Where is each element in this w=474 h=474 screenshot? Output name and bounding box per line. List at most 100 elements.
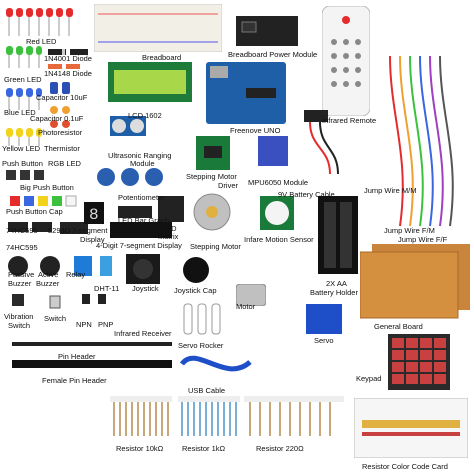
servo-icon bbox=[306, 304, 342, 334]
label-led-bar-graph: LED Bar Graph bbox=[118, 216, 170, 225]
battery-holder-icon bbox=[318, 196, 358, 274]
label-potentiometer: Potentiometer bbox=[118, 193, 165, 202]
breadboard-power-module bbox=[236, 16, 298, 46]
label-breadboard: Breadboard bbox=[142, 53, 182, 62]
label-74hc595-a: 74HC595 bbox=[6, 226, 38, 235]
label-relay: Relay bbox=[66, 270, 86, 279]
label-female-pin-header: Female Pin Header bbox=[42, 376, 107, 385]
transistor-icons bbox=[10, 290, 110, 318]
label-motor: Motor bbox=[236, 302, 256, 311]
label-servo: Servo bbox=[314, 336, 334, 345]
resistors-1k bbox=[178, 396, 240, 436]
stepping-motor-icon bbox=[192, 192, 232, 232]
svg-text:8: 8 bbox=[89, 206, 99, 224]
label-battery-holder-2: Battery Holder bbox=[310, 288, 358, 297]
red-led-group bbox=[4, 6, 78, 40]
label-stepper-driver-1: Stepping Motor bbox=[186, 172, 237, 181]
label-7-segment: 7-segment bbox=[72, 226, 108, 235]
joystick-cap-icon bbox=[182, 256, 210, 284]
label-joystick: Joystick bbox=[132, 284, 159, 293]
potentiometer-icons bbox=[96, 166, 166, 188]
keypad-icon bbox=[388, 334, 450, 390]
label-stepping-motor: Stepping Motor bbox=[190, 242, 241, 251]
label-blue-led: Blue LED bbox=[4, 108, 36, 117]
blue-led-group bbox=[4, 86, 44, 112]
servo-rocker-icon bbox=[182, 300, 232, 340]
joystick-icon bbox=[126, 254, 160, 284]
label-pnp: PNP bbox=[98, 320, 114, 329]
label-1n4001-diode: 1N4001 Diode bbox=[44, 54, 92, 63]
label-switch: Switch bbox=[44, 314, 67, 323]
mpu6050-icon bbox=[258, 136, 288, 166]
infrared-remote bbox=[322, 6, 370, 116]
label-resistor-220: Resistor 220Ω bbox=[256, 444, 304, 453]
label-rgb-led: RGB LED bbox=[48, 159, 81, 168]
seven-segment-display: 8 bbox=[84, 202, 104, 224]
label-red-led: Red LED bbox=[26, 37, 57, 46]
label-freenove-uno: Freenove UNO bbox=[230, 126, 281, 135]
pin-header-strip bbox=[12, 338, 176, 374]
label-pin-header: Pin Header bbox=[58, 352, 96, 361]
label-1n4148-diode: 1N4148 Diode bbox=[44, 69, 92, 78]
lcd-1602 bbox=[108, 62, 192, 102]
label-jump-wire-fm: Jump Wire F/M bbox=[384, 226, 435, 235]
buzzer-icons bbox=[6, 254, 116, 284]
label-active-2: Buzzer bbox=[36, 279, 60, 288]
label-servo-rocker: Servo Rocker bbox=[178, 341, 224, 350]
label-resistor-color-card: Resistor Color Code Card bbox=[362, 462, 448, 471]
label-infrared-motion-sensor: Infare Motion Sensor bbox=[244, 235, 314, 244]
label-passive-2: Buzzer bbox=[8, 279, 32, 288]
led-bar-graph-icon bbox=[118, 206, 152, 218]
label-yellow-led: Yellow LED bbox=[2, 144, 41, 153]
motion-sensor-icon bbox=[260, 196, 294, 230]
label-dht11: DHT-11 bbox=[94, 284, 120, 293]
label-9v-battery-cable: 9V Battery Cable bbox=[278, 190, 335, 199]
yellow-led-group bbox=[4, 126, 44, 148]
label-jump-wire-mm: Jump Wire M/M bbox=[364, 186, 417, 195]
label-push-button: Push Button bbox=[2, 159, 43, 168]
stepper-driver-icon bbox=[196, 136, 230, 170]
label-usb-cable: USB Cable bbox=[188, 386, 226, 395]
label-green-led: Green LED bbox=[4, 75, 42, 84]
label-breadboard-power-module: Breadboard Power Module bbox=[228, 50, 318, 59]
four-digit-display-icon bbox=[110, 222, 172, 238]
resistors-10k bbox=[110, 396, 172, 436]
label-active-1: Active bbox=[38, 270, 59, 279]
battery-cable-icon bbox=[300, 108, 344, 178]
motor-icon bbox=[236, 284, 266, 306]
usb-cable-icon bbox=[176, 344, 256, 384]
label-joystick-cap: Joystick Cap bbox=[174, 286, 217, 295]
label-npn: NPN bbox=[76, 320, 92, 329]
jump-wires bbox=[380, 56, 470, 236]
diode-icons bbox=[44, 46, 94, 74]
label-capacitor-01uf: Capacitor 0.1uF bbox=[30, 114, 84, 123]
label-push-button-cap: Push Button Cap bbox=[6, 207, 63, 216]
label-stepper-driver-2: Driver bbox=[218, 181, 238, 190]
label-general-board: General Board bbox=[374, 322, 423, 331]
ultrasonic-module bbox=[110, 116, 146, 136]
label-resistor-10k: Resistor 10kΩ bbox=[116, 444, 164, 453]
label-battery-holder-1: 2X AA bbox=[326, 279, 347, 288]
label-jump-wire-ff: Jump Wire F/F bbox=[398, 235, 448, 244]
label-capacitor-10uf: Capacitor 10uF bbox=[36, 93, 88, 102]
resistor-color-code-card-icon bbox=[354, 398, 468, 458]
label-lcd-1602: LCD 1602 bbox=[128, 111, 162, 120]
freenove-uno-board bbox=[206, 62, 286, 124]
push-button-icons bbox=[4, 168, 84, 212]
label-ultrasonic-2: Module bbox=[130, 159, 155, 168]
led-matrix-icon bbox=[158, 196, 184, 222]
label-led-matrix-2: Matrix bbox=[158, 232, 179, 241]
label-keypad: Keypad bbox=[356, 374, 382, 383]
label-photoresistor: Photoresistor bbox=[38, 128, 83, 137]
green-led-group bbox=[4, 44, 44, 70]
label-7-segment-display: Display bbox=[80, 235, 105, 244]
label-l293d: L293D bbox=[48, 226, 71, 235]
general-board-icon bbox=[360, 244, 472, 320]
breadboard bbox=[94, 4, 222, 52]
label-mpu6050: MPU6050 Module bbox=[248, 178, 309, 187]
label-infrared-remote: Infrared Remote bbox=[322, 116, 377, 125]
ic-chips bbox=[6, 218, 96, 238]
resistors-220 bbox=[244, 396, 344, 436]
capacitor-icons bbox=[46, 80, 86, 130]
label-ultrasonic-1: Ultrasonic Ranging bbox=[108, 151, 172, 160]
